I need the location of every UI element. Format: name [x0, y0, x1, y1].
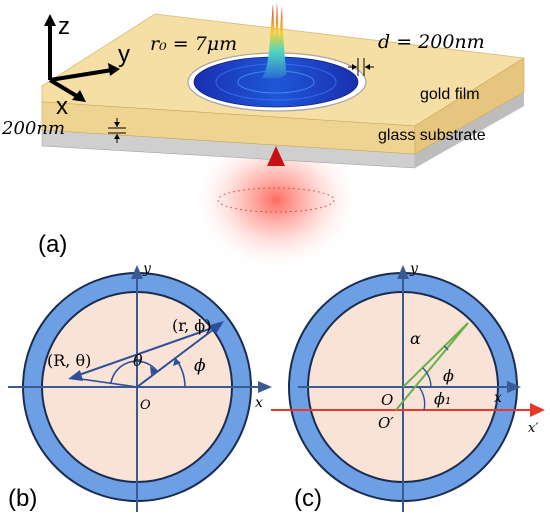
panel-a: z y x r₀ = 7μm d = 200nm gold film glass…: [1, 2, 526, 272]
panel-a-label: (a): [38, 231, 67, 258]
origin-label-c: O: [381, 391, 393, 409]
axis-y-label-c: y: [409, 261, 419, 277]
green-vector-prime: [395, 322, 469, 411]
gap-label: d = 200nm: [378, 31, 485, 53]
radius-line: [73, 377, 138, 388]
substrate-side-face: [415, 92, 524, 168]
phi-label-c: ϕ: [443, 366, 454, 385]
panel-c: y x x′ O O′ α ϕ ϕ₁ (c): [271, 261, 545, 512]
axis-z-label: z: [58, 13, 70, 40]
alpha-label: α: [410, 329, 421, 348]
point-R-theta-label: (R, θ): [47, 351, 91, 370]
phi-label-b: ϕ: [194, 356, 206, 376]
gap-marker: [348, 58, 374, 76]
theta-arc: [110, 360, 158, 384]
panel-b-label: (b): [8, 485, 37, 512]
axis-x-prime-label: x′: [528, 421, 538, 436]
green-vector-origin: [402, 322, 469, 388]
radius-label: r₀ = 7μm: [150, 33, 237, 55]
axis-x-label-c: x: [494, 390, 502, 406]
phi-arc-c: [422, 367, 432, 388]
field-spike: [262, 2, 287, 79]
point-r-phi-label: (r, ϕ): [172, 316, 211, 335]
thickness-label: 200nm: [1, 118, 65, 139]
phi1-arc-c: [418, 386, 426, 411]
origin-label-b: O: [140, 398, 151, 413]
alpha-arc-c: [443, 345, 449, 351]
axes-3d: [44, 14, 120, 102]
gold-film-side-edge: [414, 57, 525, 155]
axis-x-label: x: [56, 93, 68, 120]
panel-b: y x O (r, ϕ) (R, θ) θ ϕ (b): [8, 261, 272, 512]
substrate-label: glass substrate: [378, 127, 486, 144]
theta-label-b: θ: [133, 351, 143, 370]
panel-c-label: (c): [294, 485, 322, 512]
axis-y-label-b: y: [142, 261, 152, 277]
axis-x-label-b: x: [255, 395, 263, 411]
vector-r-phi: [136, 325, 219, 388]
thickness-marker: [108, 118, 126, 143]
axis-y-label: y: [118, 41, 130, 68]
gold-film-label: gold film: [420, 86, 480, 103]
phi1-label-c: ϕ₁: [434, 389, 451, 408]
laser-beam: [217, 146, 335, 258]
vector-R-theta: [75, 325, 219, 377]
origin-prime-label: O′: [378, 414, 394, 432]
